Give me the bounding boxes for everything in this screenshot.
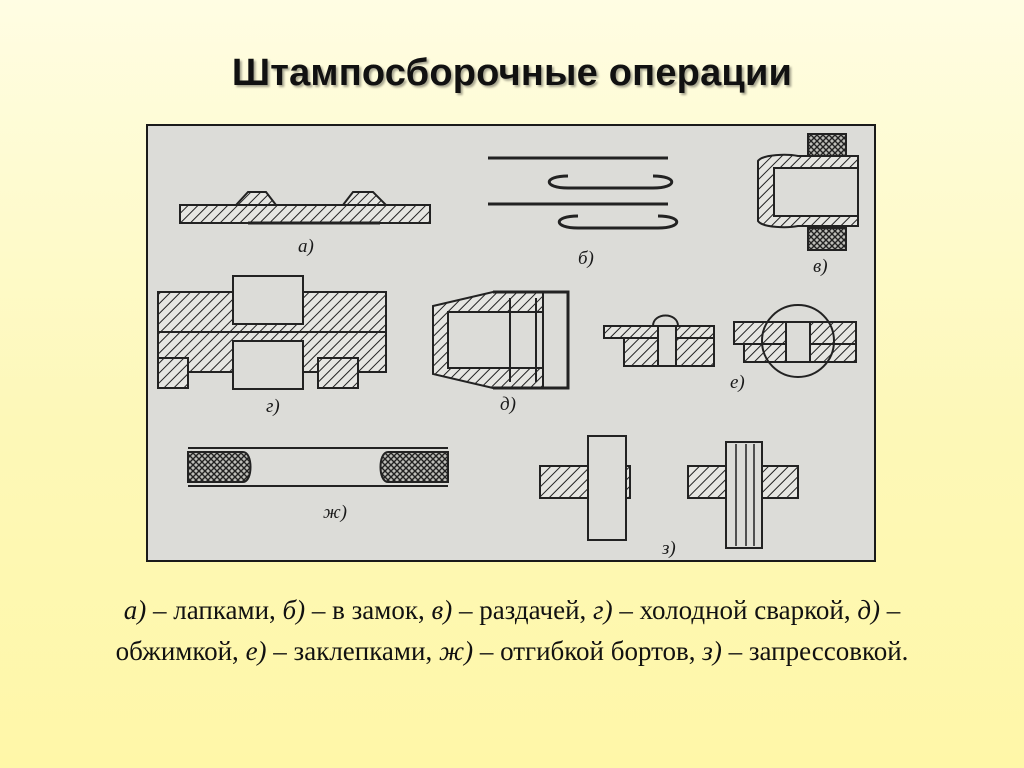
- figure-a-tabs: а): [179, 191, 431, 257]
- caption-text-z: – запрессовкой.: [721, 636, 909, 666]
- slide-title: Штампосборочные операции: [231, 52, 793, 94]
- caption-marker-a: а): [123, 595, 147, 625]
- caption-text-a: – лапками,: [146, 595, 283, 625]
- figure-b-label: б): [578, 248, 594, 269]
- figure-b-seam: б): [488, 156, 679, 269]
- figure-g-cold-welding: г): [157, 275, 387, 417]
- caption-marker-d: д): [857, 595, 880, 625]
- caption-marker-b: б): [282, 595, 306, 625]
- caption-text-b: – в замок,: [305, 595, 432, 625]
- figure-caption: а) – лапками, б) – в замок, в) – раздаче…: [100, 590, 924, 672]
- figure-z-label: з): [661, 538, 676, 559]
- caption-marker-g: г): [593, 595, 613, 625]
- caption-marker-zh: ж): [438, 636, 474, 666]
- figure-d-crimping: д): [432, 290, 570, 415]
- figure-zh-flanging: ж): [187, 447, 449, 523]
- caption-marker-z: з): [702, 636, 722, 666]
- figure-e-riveting: е): [603, 304, 857, 393]
- caption-marker-e: е): [245, 636, 267, 666]
- caption-text-d: – обжимкой,: [115, 595, 901, 666]
- figure-g-label: г): [266, 396, 280, 417]
- caption-marker-v: в): [431, 595, 453, 625]
- caption-text-zh: – отгибкой бортов,: [473, 636, 703, 666]
- figure-e-label: е): [730, 372, 745, 393]
- figure-z-press-fitting: з): [539, 435, 799, 559]
- figure-v-flaring: в): [757, 133, 859, 277]
- figure-zh-label: ж): [323, 502, 347, 523]
- figure-v-label: в): [813, 256, 828, 277]
- caption-text-g: – холодной сваркой,: [612, 595, 858, 625]
- figure-frame: а) б) в) г): [146, 124, 876, 562]
- figure-d-label: д): [500, 394, 516, 415]
- figure-a-label: а): [298, 236, 314, 257]
- caption-text-v: – раздачей,: [452, 595, 594, 625]
- caption-text-e: – заклепками,: [266, 636, 439, 666]
- assembly-operations-diagram: а) б) в) г): [157, 133, 859, 559]
